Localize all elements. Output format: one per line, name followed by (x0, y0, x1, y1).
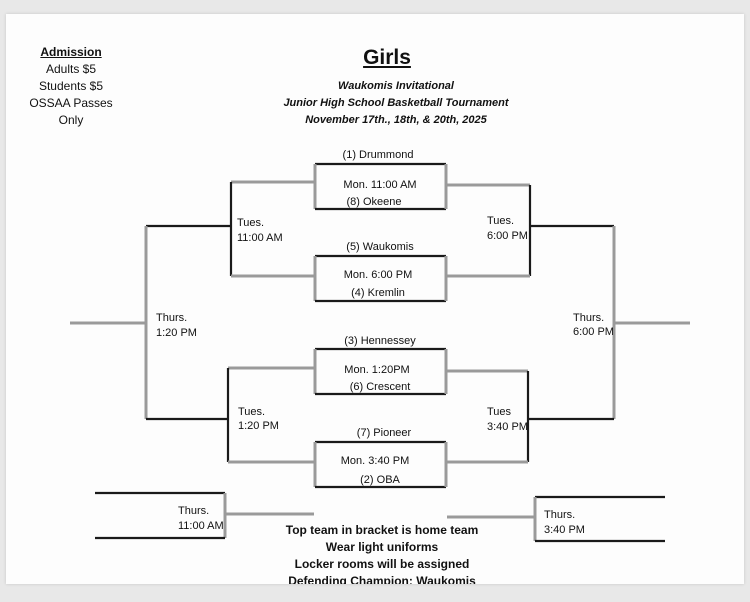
game1-time: Mon. 11:00 AM (343, 179, 417, 191)
subtitle-dates: November 17th., 18th, & 20th, 2025 (305, 114, 487, 126)
subtitle-tournament: Junior High School Basketball Tournament (283, 97, 509, 109)
right-final-time: 6:00 PM (573, 326, 614, 338)
right-consolation-time: 3:40 PM (544, 524, 585, 536)
admission-students: Students $5 (38, 79, 104, 93)
page-title: Girls (363, 46, 411, 69)
game4-time: Mon. 3:40 PM (340, 455, 410, 467)
game2-time: Mon. 6:00 PM (343, 269, 413, 281)
bracket-lines (70, 162, 690, 543)
admission-passes: OSSAA Passes Only (29, 96, 113, 127)
admission-adults: Adults $5 (45, 62, 97, 76)
left-final-day: Thurs. (156, 312, 188, 324)
admission-block: Admission Adults $5 Students $5 OSSAA Pa… (16, 44, 126, 129)
left-semi-bottom-day: Tues. (238, 406, 266, 418)
left-consolation-day: Thurs. (178, 505, 210, 517)
game3-top-team: (3) Hennessey (344, 335, 416, 347)
left-final-time: 1:20 PM (156, 327, 197, 339)
subtitle-invitational: Waukomis Invitational (338, 80, 454, 92)
right-semi-bottom-time: 3:40 PM (487, 421, 528, 433)
right-semi-bottom-day: Tues (487, 406, 512, 418)
game3-bottom-team: (6) Crescent (349, 381, 411, 393)
right-semi-top-time: 6:00 PM (487, 230, 528, 242)
right-semi-top-day: Tues. (487, 215, 515, 227)
game4-bottom-team: (2) OBA (360, 474, 400, 486)
tournament-notes: Top team in bracket is home team Wear li… (286, 522, 479, 584)
note-locker-rooms: Locker rooms will be assigned (294, 557, 470, 571)
game2-bottom-team: (4) Kremlin (351, 287, 405, 299)
right-consolation-day: Thurs. (544, 509, 576, 521)
game1-top-team: (1) Drummond (342, 149, 414, 161)
game1-bottom-team: (8) Okeene (346, 196, 402, 208)
left-semi-top-time: 11:00 AM (237, 232, 283, 244)
game3-time: Mon. 1:20PM (344, 364, 410, 376)
note-home-team: Top team in bracket is home team (285, 523, 479, 537)
note-uniforms: Wear light uniforms (325, 540, 439, 554)
left-semi-top-day: Tues. (237, 217, 265, 229)
note-defending-champion: Defending Champion: Waukomis (288, 574, 476, 584)
game4-top-team: (7) Pioneer (356, 427, 412, 439)
left-consolation-time: 11:00 AM (178, 520, 224, 532)
right-final-day: Thurs. (573, 312, 605, 324)
game2-top-team: (5) Waukomis (346, 241, 414, 253)
left-semi-bottom-time: 1:20 PM (238, 420, 279, 432)
admission-heading: Admission (40, 45, 102, 59)
bracket-sheet: Admission Adults $5 Students $5 OSSAA Pa… (6, 14, 744, 584)
